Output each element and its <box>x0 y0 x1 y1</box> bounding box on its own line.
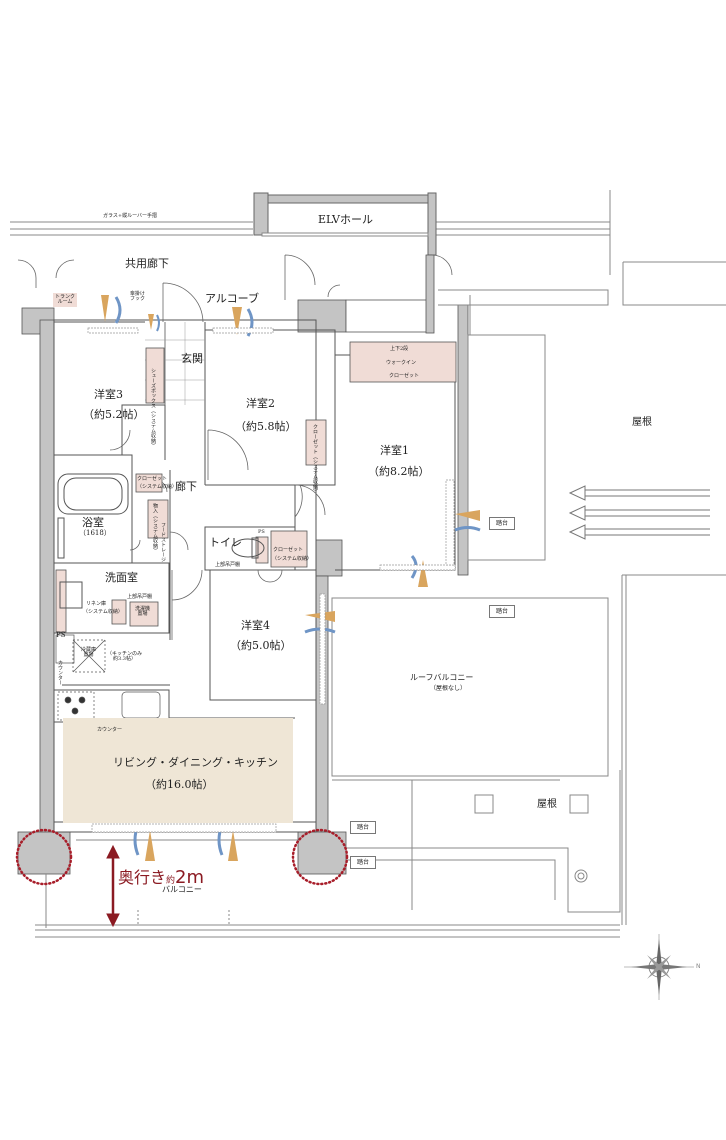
depth-arrow <box>106 844 120 928</box>
depth-prefix: 奥行き <box>118 868 167 887</box>
room-entrance-name: 玄関 <box>181 352 203 365</box>
ps-toilet-label: PS <box>258 529 265 535</box>
room-toilet-name: トイレ <box>209 536 242 549</box>
roof-balcony-label: ルーフバルコニー <box>410 673 474 682</box>
stand-4: 踏台 <box>350 856 376 869</box>
bathtub <box>57 473 129 559</box>
stand-3: 踏台 <box>350 821 376 834</box>
compass-north-label: N <box>696 963 701 970</box>
washer-label: 洗濯機 置場 <box>135 606 151 617</box>
room-western3-name: 洋室3 <box>94 388 123 401</box>
railing-lines <box>10 190 611 275</box>
compass-rose <box>624 934 694 1000</box>
toilet-fixture <box>231 537 265 559</box>
balcony-label: バルコニー <box>162 885 202 894</box>
balcony-depth-annotation: 奥行き約2m <box>118 864 204 888</box>
window-strips <box>87 327 456 833</box>
stand-2: 踏台 <box>489 605 515 618</box>
room-ldk-name: リビング・ダイニング・キッチン <box>113 756 278 769</box>
room-western3-size: （約5.2帖） <box>83 408 145 421</box>
shoe-box-label: シューズボックス（システム収納） <box>150 368 156 448</box>
room-washroom-name: 洗面室 <box>105 571 138 584</box>
trunk-room-label: トランク ルーム <box>53 293 78 307</box>
pillar-highlights <box>15 828 349 886</box>
storage-fills <box>55 341 457 633</box>
skylight-tubes <box>568 485 710 540</box>
counter-side-label: カウンター <box>57 660 63 685</box>
roof-right-label: 屋根 <box>632 417 652 428</box>
storage-room-label: 物入（システム収納） <box>152 503 158 553</box>
room-western4-size: （約5.0帖） <box>230 639 292 652</box>
walk-in-bottom-label: クローゼット <box>389 373 420 379</box>
fridge-label: 冷蔵庫 置場 <box>81 647 97 658</box>
counter-bottom-label: カウンター <box>97 727 123 733</box>
closet4-label: クローゼット <box>273 547 304 553</box>
roof-bottom-label: 屋根 <box>537 799 557 810</box>
stand-1: 踏台 <box>489 517 515 530</box>
room-western4-name: 洋室4 <box>241 619 270 632</box>
roof-balcony-outline <box>331 261 726 925</box>
door-swings <box>17 254 453 640</box>
room-western2-name: 洋室2 <box>246 397 275 410</box>
ldk-floor <box>63 718 293 823</box>
room-western2-size: （約5.8帖） <box>235 420 297 433</box>
walk-in-top-label: 上下2段 <box>390 346 409 352</box>
common-corridor-label: 共用廊下 <box>125 257 169 270</box>
ps-label: PS <box>56 631 66 639</box>
room-bath-name: 浴室 <box>82 516 104 529</box>
linen-label: リネン庫 <box>86 601 107 607</box>
room-bath-size: （1618） <box>79 529 111 537</box>
roof-balcony-note: （屋根なし） <box>430 685 467 692</box>
railing-note: ガラス+縦ルーバー手摺 <box>103 213 158 219</box>
closet3-label: クローゼット <box>137 476 168 482</box>
elevator-hall <box>253 192 437 256</box>
room-hallway-name: 廊下 <box>175 480 197 493</box>
elevator-hall-label: ELVホール <box>318 213 373 226</box>
umbrella-hook-label: 傘掛け フック <box>130 291 146 302</box>
walk-in-mid-label: ウォークイン <box>386 360 417 366</box>
depth-value: 2m <box>175 867 205 888</box>
kitchen-fixtures <box>55 634 161 721</box>
room-western1-name: 洋室1 <box>380 444 409 457</box>
balcony-lines <box>35 839 620 938</box>
room-ldk-size: （約16.0帖） <box>145 778 214 791</box>
linen-sub-label: （システム収納） <box>83 609 123 615</box>
closet2-label: クローゼット（システム収納） <box>312 424 318 494</box>
closet3-sub-label: （システム収納） <box>137 484 177 490</box>
alcove-label: アルコーブ <box>205 292 260 305</box>
kitchen-size-label: （キッチンのみ 約3.3帖） <box>107 651 143 662</box>
closet4-sub-label: （システム収納） <box>272 556 312 562</box>
room-western1-size: （約8.2帖） <box>368 465 430 478</box>
upper-cabinet-wash-label: 上部吊戸棚 <box>127 594 153 600</box>
washbasin <box>59 581 83 609</box>
upper-cabinet-toilet-label: 上部吊戸棚 <box>215 562 241 568</box>
food-storage-label: フードストレージ <box>160 522 166 562</box>
depth-approx: 約 <box>166 876 176 886</box>
